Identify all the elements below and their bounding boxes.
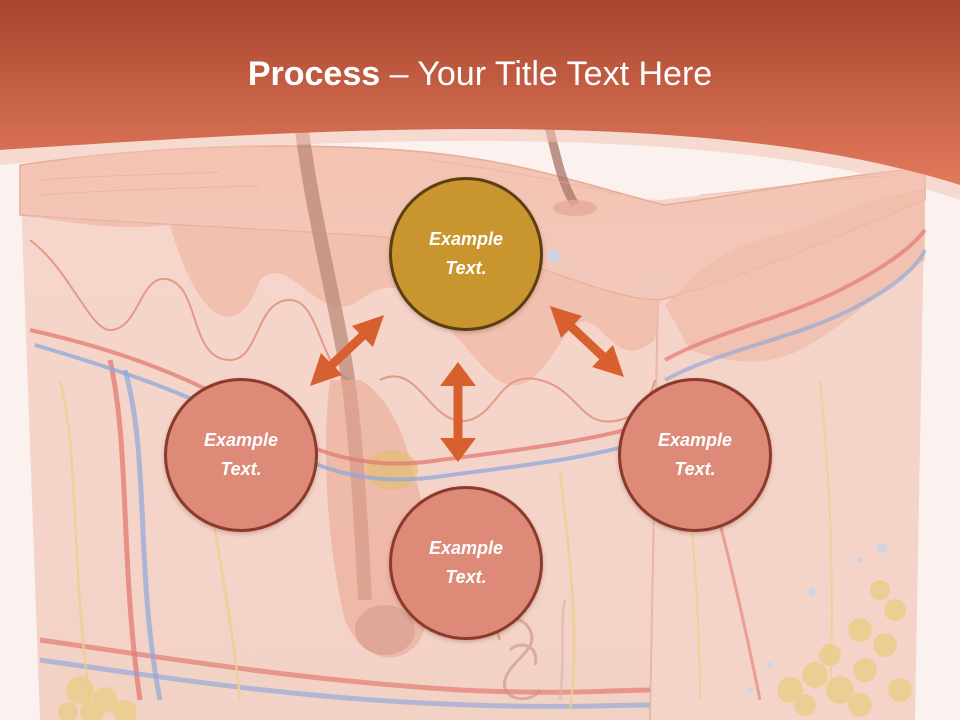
process-node-top: Example Text.: [389, 177, 543, 331]
process-node-bottom: Example Text.: [389, 486, 543, 640]
title-bold: Process: [247, 55, 381, 93]
title-rest: – Your Title Text Here: [380, 55, 713, 93]
double-arrow-top-left: [310, 315, 384, 386]
double-arrow-vertical: [440, 362, 476, 462]
process-node-left: Example Text.: [164, 378, 318, 532]
node-top-text: Example Text.: [428, 229, 504, 278]
node-bottom-text: Example Text.: [428, 538, 504, 587]
slide-title: Process – Your Title Text Here: [0, 52, 960, 96]
double-arrow-top-right: [550, 306, 624, 377]
node-right-text: Example Text.: [657, 430, 733, 479]
node-left-text: Example Text.: [203, 430, 279, 479]
process-node-right: Example Text.: [618, 378, 772, 532]
